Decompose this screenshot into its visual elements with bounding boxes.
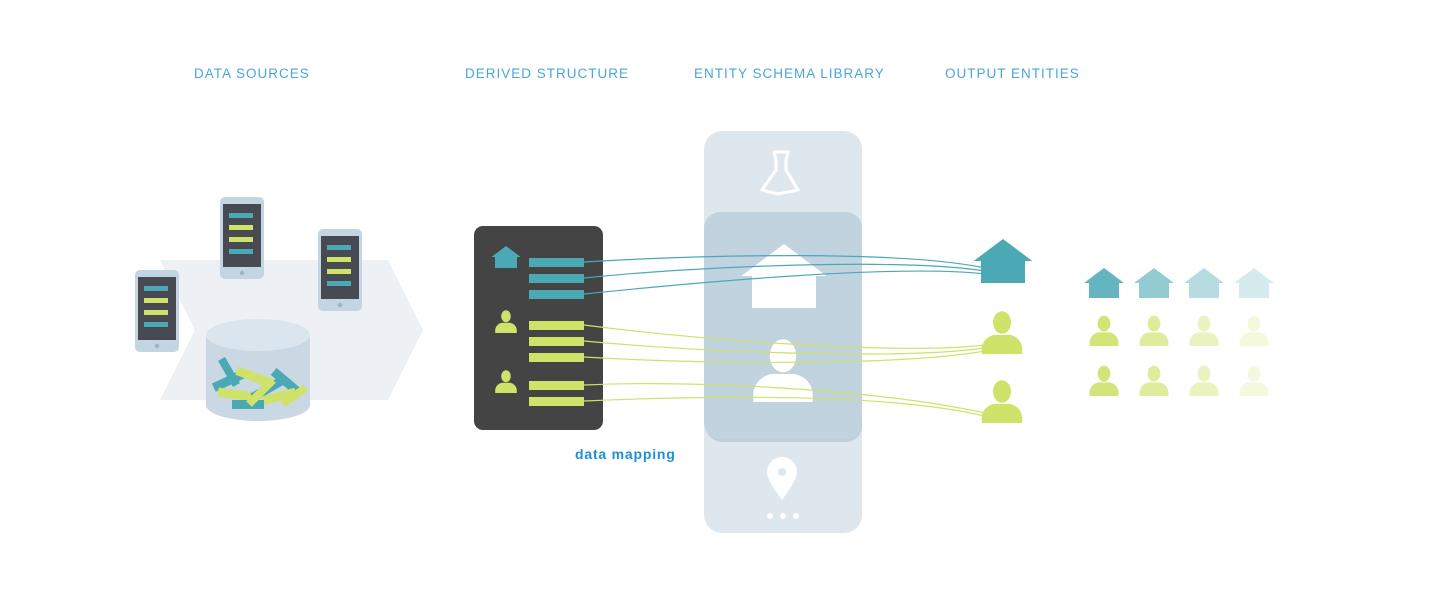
phone-icon	[135, 270, 179, 352]
house-icon	[1184, 268, 1224, 298]
flask-icon	[760, 150, 800, 196]
mapping-lines	[583, 255, 986, 417]
heading-entity-schema-library: ENTITY SCHEMA LIBRARY	[694, 66, 885, 81]
active-schema-card	[704, 212, 862, 442]
person-icon	[1189, 315, 1219, 346]
house-icon	[1234, 268, 1274, 298]
person-icon	[1139, 315, 1169, 346]
person-icon	[1089, 365, 1119, 396]
phone-icon	[220, 197, 264, 279]
heading-derived-structure: DERIVED STRUCTURE	[465, 66, 630, 81]
derived-structure-panel	[474, 226, 603, 430]
person-icon	[1089, 315, 1119, 346]
database-icon	[206, 319, 310, 421]
person-icon	[1239, 315, 1269, 346]
more-dots-icon	[767, 513, 799, 519]
house-icon	[1084, 268, 1124, 298]
person-icon	[981, 380, 1023, 423]
output-entities-grid	[1084, 268, 1274, 396]
phone-icon	[318, 229, 362, 311]
person-icon	[1139, 365, 1169, 396]
heading-data-sources: DATA SOURCES	[194, 66, 310, 81]
person-icon	[981, 311, 1023, 354]
person-icon	[1189, 365, 1219, 396]
person-icon	[1239, 365, 1269, 396]
location-pin-icon	[767, 457, 797, 500]
heading-output-entities: OUTPUT ENTITIES	[945, 66, 1080, 81]
house-icon	[973, 239, 1033, 283]
house-icon	[1134, 268, 1174, 298]
output-entities-main	[973, 239, 1033, 423]
data-sources-group	[135, 197, 423, 421]
data-mapping-label: data mapping	[575, 446, 676, 462]
